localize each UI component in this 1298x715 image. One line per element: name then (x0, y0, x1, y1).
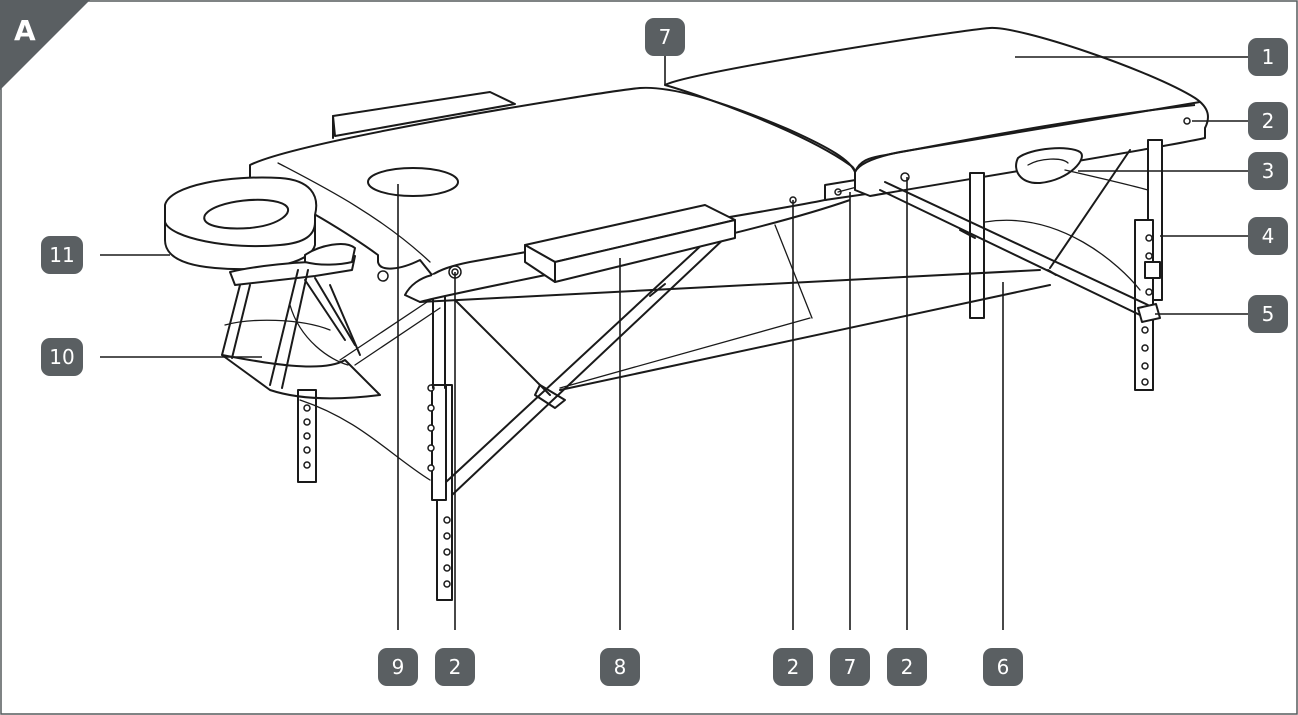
callout-label: 2 (901, 655, 914, 679)
callout-badge: 4 (1248, 217, 1288, 255)
callout-label: 11 (49, 243, 74, 267)
callout-badge: 3 (1248, 152, 1288, 190)
callout-badge: 5 (1248, 295, 1288, 333)
callout-badge: 10 (41, 338, 83, 376)
callout-badge: 2 (887, 648, 927, 686)
callout-badge: 2 (1248, 102, 1288, 140)
figure-corner-tab (0, 0, 90, 90)
callout-badge: 8 (600, 648, 640, 686)
callout-label: 7 (659, 25, 672, 49)
callout-label: 1 (1262, 45, 1275, 69)
figure-corner-label: A (14, 14, 36, 47)
callout-badge: 9 (378, 648, 418, 686)
callout-label: 2 (787, 655, 800, 679)
left-cross-braces (445, 224, 813, 496)
carry-handle (1015, 147, 1083, 185)
callout-label: 2 (449, 655, 462, 679)
callout-label: 9 (392, 655, 405, 679)
callouts: 1 2 3 4 5 7 11 10 9 2 8 (41, 18, 1288, 686)
face-cradle-assembly (164, 176, 381, 400)
callout-label: 6 (997, 655, 1010, 679)
tabletop-right-section (664, 26, 1209, 197)
callout-label: 7 (844, 655, 857, 679)
side-hole-right (1183, 117, 1191, 125)
callout-label: 10 (49, 345, 74, 369)
massage-table-drawing (164, 26, 1209, 601)
right-leg-frame (419, 139, 1163, 391)
left-leg-frame (297, 299, 441, 483)
callout-label: 4 (1262, 224, 1275, 248)
callout-badge: 1 (1248, 38, 1288, 76)
armrest-bar (524, 204, 736, 283)
callout-badge: 11 (41, 236, 83, 274)
face-hole (367, 167, 459, 197)
leader-lines (100, 56, 1248, 630)
callout-label: 2 (1262, 109, 1275, 133)
callout-label: 8 (614, 655, 627, 679)
callout-badge: 2 (435, 648, 475, 686)
callout-badge: 6 (983, 648, 1023, 686)
back-rail (332, 91, 516, 137)
callout-badge: 7 (830, 648, 870, 686)
front-left-leg (427, 294, 453, 601)
callout-label: 5 (1262, 302, 1275, 326)
callout-badge: 7 (645, 18, 685, 56)
callout-badge: 2 (773, 648, 813, 686)
callout-label: 3 (1262, 159, 1275, 183)
